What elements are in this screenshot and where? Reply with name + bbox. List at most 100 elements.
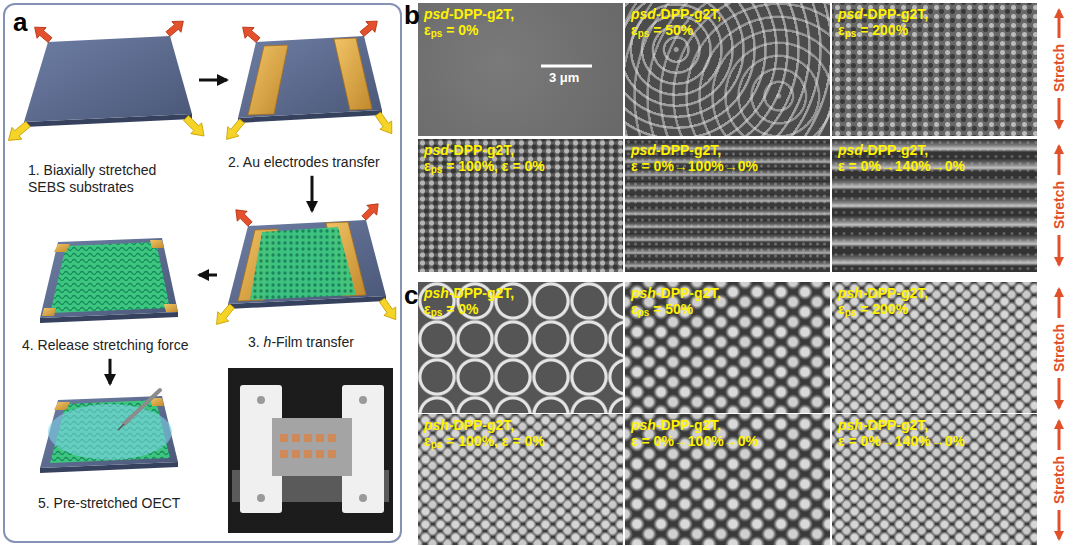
sem-tile: psh-DPP-g2T,εps = 200% — [832, 282, 1037, 413]
sem-tile: psd-DPP-g2T,ε = 0%→140%→0% — [832, 139, 1037, 272]
sample-name: psh-DPP-g2T, — [631, 417, 830, 433]
strain-condition-part: ps — [431, 307, 443, 318]
step-box: 1. Biaxially stretched SEBS substrates — [18, 14, 198, 200]
oect-device-part — [118, 424, 124, 430]
strain-condition-part: ps — [638, 28, 650, 39]
sample-name: psd-DPP-g2T, — [838, 142, 1037, 158]
oect-device-part — [124, 390, 160, 424]
device-photo-part — [257, 396, 265, 404]
step-caption: 5. Pre-stretched OECT — [38, 495, 213, 512]
strain-condition: ε = 0%→100%→0% — [631, 158, 830, 174]
electrode-substrate-part — [238, 22, 262, 46]
step-box: 2. Au electrodes transfer — [228, 14, 400, 175]
electrode-substrate — [221, 16, 398, 144]
device-photo-part — [280, 450, 288, 458]
stretch-label: Stretch — [1051, 456, 1067, 504]
panel-letter: a — [13, 9, 27, 35]
sem-tile: psh-DPP-g2T,ε = 0%→100%→0% — [625, 414, 830, 545]
step-caption: 1. Biaxially stretched SEBS substrates — [28, 162, 188, 196]
released-substrate-part — [50, 242, 170, 313]
sample-name-part: psd — [631, 142, 656, 158]
device-photo-part — [316, 434, 324, 442]
stretch-arrows-part — [1058, 510, 1061, 539]
film-transfer-substrate-part — [359, 199, 383, 223]
process-arrow — [199, 79, 227, 82]
process-arrow — [109, 359, 112, 384]
device-photo-part — [257, 494, 265, 502]
strain-condition: εps = 200% — [838, 301, 1037, 317]
sample-name: psh-DPP-g2T, — [838, 285, 1037, 301]
sample-name: psd-DPP-g2T, — [631, 142, 830, 158]
sample-name-part: psd — [424, 142, 449, 158]
sem-tile: psh-DPP-g2T,ε = 0%→140%→0% — [832, 414, 1037, 545]
stretch-arrows-part — [1058, 10, 1061, 38]
sample-name: psh-DPP-g2T, — [424, 417, 623, 433]
stretch-label: Stretch — [1051, 181, 1067, 229]
scale-label: 3 μm — [549, 70, 579, 85]
device-photo-part — [292, 434, 300, 442]
stretch-arrows-part — [1058, 235, 1061, 265]
sem-tile: psh-DPP-g2T,εps = 50% — [625, 282, 830, 413]
stretched-substrate-part — [181, 113, 210, 142]
sem-tile: psd-DPP-g2T,εps = 200% — [832, 3, 1037, 136]
stretch-arrows-part — [1058, 146, 1061, 175]
oect-device-part — [54, 402, 70, 410]
strain-condition: ε = 0%→140%→0% — [838, 433, 1037, 449]
stretched-substrate-part — [164, 16, 188, 40]
sample-name: psh-DPP-g2T, — [838, 417, 1037, 433]
released-substrate-part — [54, 244, 70, 252]
film-transfer-substrate-part — [211, 301, 237, 329]
oect-device — [40, 390, 178, 473]
electrode-substrate-part — [334, 38, 372, 110]
electrode-substrate-part — [238, 36, 382, 118]
strain-condition: εps = 100%, ε = 0% — [424, 158, 623, 174]
sem-tile: psd-DPP-g2T,ε = 0%→100%→0% — [625, 139, 830, 272]
sem-tile: psd-DPP-g2T,εps = 0% — [418, 3, 623, 136]
sem-tile: psh-DPP-g2T,εps = 0% — [418, 282, 623, 413]
sample-name-part: psh — [424, 285, 449, 301]
device-photo-part — [328, 434, 336, 442]
device-photo-part — [359, 494, 367, 502]
device-photo-part — [280, 434, 288, 442]
sem-tile: psd-DPP-g2T,εps = 50% — [625, 3, 830, 136]
film-transfer-substrate-part — [228, 220, 386, 304]
stretched-substrate — [4, 16, 210, 146]
scale-bar — [541, 65, 592, 68]
panel-letter: b — [404, 2, 420, 28]
sample-name-part: psd — [838, 142, 863, 158]
device-photo-part — [272, 418, 352, 476]
sample-name: psd-DPP-g2T, — [424, 6, 623, 22]
strain-condition-part: ps — [638, 307, 650, 318]
sample-name-part: psh — [631, 285, 656, 301]
stretch-arrows-part — [1058, 421, 1061, 450]
stretched-substrate-part — [24, 36, 192, 122]
electrode-substrate-part — [358, 16, 382, 40]
released-substrate-part — [150, 240, 164, 248]
stretched-substrate-part — [30, 22, 54, 46]
electrode-substrate-part — [221, 116, 247, 144]
strain-condition-part: ps — [845, 307, 857, 318]
sample-name-part: psd — [631, 6, 656, 22]
film-transfer-substrate-part — [376, 296, 402, 324]
sample-name-part: psh — [631, 417, 656, 433]
released-substrate-part — [42, 308, 56, 316]
electrode-substrate-part — [248, 45, 288, 115]
film-transfer-substrate-part — [231, 205, 255, 229]
sem-tile: psh-DPP-g2T,εps = 100%, ε = 0% — [418, 414, 623, 545]
strain-condition: εps = 50% — [631, 301, 830, 317]
step-caption: 2. Au electrodes transfer — [228, 154, 400, 171]
step-caption: 3. h-Film transfer — [248, 334, 418, 351]
stretch-label: Stretch — [1051, 44, 1067, 92]
strain-condition: εps = 0% — [424, 22, 623, 38]
strain-condition: εps = 100%, ε = 0% — [424, 433, 623, 449]
device-photo-part — [304, 450, 312, 458]
step-caption-part: h — [264, 334, 272, 350]
strain-condition-part: ps — [431, 164, 443, 175]
device-photo — [228, 368, 393, 533]
released-substrate-part — [40, 238, 178, 318]
strain-condition: εps = 0% — [424, 301, 623, 317]
sample-name: psd-DPP-g2T, — [631, 6, 830, 22]
film-transfer-substrate-part — [250, 227, 356, 300]
sample-name: psh-DPP-g2T, — [424, 285, 623, 301]
